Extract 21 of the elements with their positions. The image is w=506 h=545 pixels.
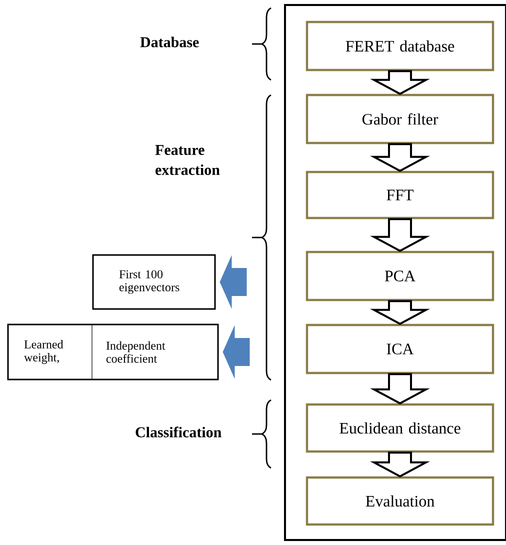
block-arrow xyxy=(370,218,430,252)
process-box: FFT xyxy=(306,170,494,220)
block-arrow xyxy=(370,143,430,172)
block-arrow xyxy=(370,300,430,326)
process-box: ICA xyxy=(306,324,494,374)
section-label: Feature extraction xyxy=(155,145,220,175)
block-arrow xyxy=(220,255,247,309)
block-arrow xyxy=(222,325,250,379)
block-arrow xyxy=(370,373,430,405)
process-box: Euclidean distance xyxy=(306,403,494,453)
process-box: PCA xyxy=(306,250,494,302)
process-box: Gabor filter xyxy=(306,94,494,144)
frame-box xyxy=(284,4,506,541)
section-label: Database xyxy=(140,36,199,48)
process-box: FERET database xyxy=(306,20,494,72)
output-box: Learned weight, Independent coefficient xyxy=(7,324,219,380)
output-box: First 100 eigenvectors xyxy=(92,254,216,310)
process-box: Evaluation xyxy=(306,476,494,526)
block-arrow xyxy=(370,70,430,96)
block-arrow xyxy=(370,452,430,478)
section-label: Classification xyxy=(136,426,222,438)
